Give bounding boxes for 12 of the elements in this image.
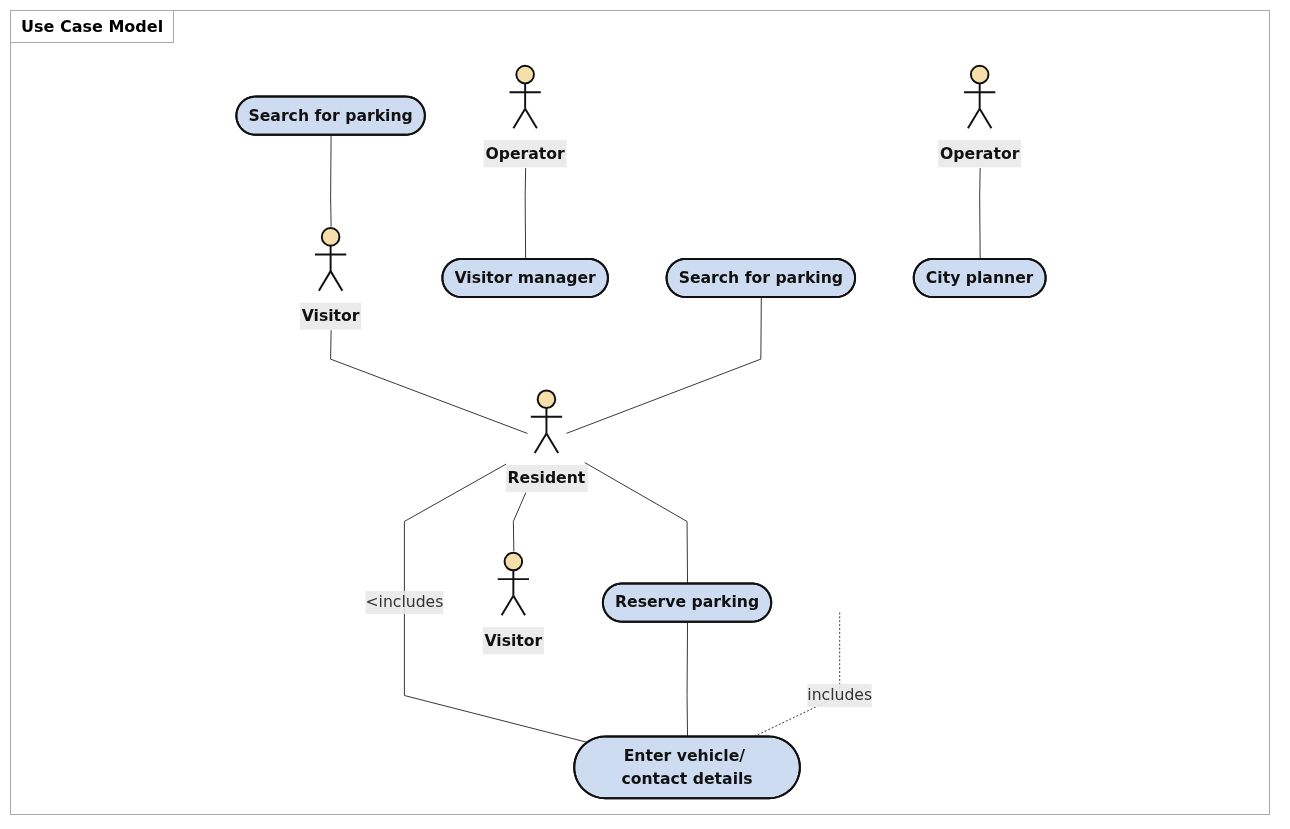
connector bbox=[979, 167, 981, 260]
connector bbox=[524, 167, 527, 260]
connector bbox=[330, 134, 332, 228]
connector bbox=[330, 329, 528, 434]
connector bbox=[403, 463, 589, 744]
connector bbox=[566, 297, 762, 434]
connector bbox=[584, 462, 689, 585]
connector bbox=[686, 621, 689, 738]
edge-label: <includes bbox=[365, 592, 444, 612]
edge-label: includes bbox=[807, 685, 873, 705]
connector bbox=[512, 492, 527, 552]
diagram-title: Use Case Model bbox=[11, 11, 175, 43]
